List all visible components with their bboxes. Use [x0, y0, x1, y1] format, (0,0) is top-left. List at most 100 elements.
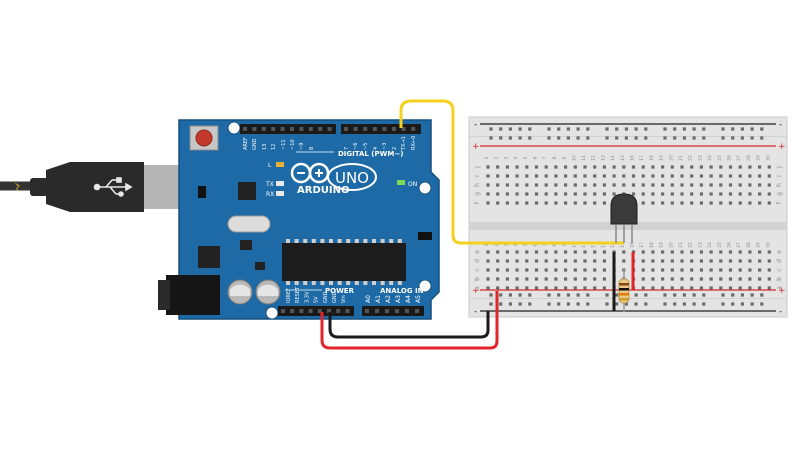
breadboard-hole[interactable] — [748, 268, 752, 272]
rail-hole[interactable] — [547, 127, 551, 131]
breadboard-hole[interactable] — [602, 174, 606, 178]
header-pin[interactable] — [395, 309, 399, 313]
breadboard-hole[interactable] — [593, 174, 597, 178]
breadboard-hole[interactable] — [593, 192, 597, 196]
breadboard-hole[interactable] — [544, 183, 548, 187]
rail-hole[interactable] — [499, 127, 503, 131]
breadboard-hole[interactable] — [758, 250, 762, 254]
breadboard-hole[interactable] — [719, 259, 723, 263]
breadboard-hole[interactable] — [661, 174, 665, 178]
breadboard-hole[interactable] — [573, 192, 577, 196]
breadboard-hole[interactable] — [583, 268, 587, 272]
breadboard-hole[interactable] — [602, 192, 606, 196]
breadboard-hole[interactable] — [602, 183, 606, 187]
rail-hole[interactable] — [605, 136, 609, 140]
breadboard-hole[interactable] — [690, 250, 694, 254]
breadboard-hole[interactable] — [748, 201, 752, 205]
rail-hole[interactable] — [586, 127, 590, 131]
breadboard-hole[interactable] — [505, 192, 509, 196]
breadboard-hole[interactable] — [525, 286, 529, 290]
rail-hole[interactable] — [624, 302, 628, 306]
rail-hole[interactable] — [576, 302, 580, 306]
reset-button[interactable] — [195, 129, 213, 147]
breadboard-hole[interactable] — [767, 201, 771, 205]
rail-hole[interactable] — [740, 136, 744, 140]
header-pin[interactable] — [385, 309, 389, 313]
breadboard-hole[interactable] — [583, 277, 587, 281]
breadboard-hole[interactable] — [690, 192, 694, 196]
breadboard-hole[interactable] — [699, 268, 703, 272]
breadboard-hole[interactable] — [486, 286, 490, 290]
breadboard-hole[interactable] — [602, 268, 606, 272]
breadboard-hole[interactable] — [544, 277, 548, 281]
header-pin[interactable] — [308, 309, 313, 313]
breadboard-hole[interactable] — [651, 165, 655, 169]
breadboard-hole[interactable] — [670, 192, 674, 196]
header-pin[interactable] — [345, 309, 350, 313]
breadboard-hole[interactable] — [661, 259, 665, 263]
breadboard-hole[interactable] — [651, 259, 655, 263]
rail-hole[interactable] — [528, 302, 532, 306]
breadboard-hole[interactable] — [651, 250, 655, 254]
breadboard-hole[interactable] — [719, 201, 723, 205]
header-pin[interactable] — [382, 127, 387, 131]
breadboard-hole[interactable] — [728, 174, 733, 178]
breadboard-hole[interactable] — [641, 165, 645, 169]
rail-hole[interactable] — [702, 302, 706, 306]
breadboard-hole[interactable] — [728, 183, 733, 187]
breadboard-hole[interactable] — [719, 250, 723, 254]
breadboard-hole[interactable] — [515, 192, 519, 196]
breadboard-hole[interactable] — [622, 183, 626, 187]
breadboard-hole[interactable] — [593, 268, 597, 272]
breadboard-hole[interactable] — [631, 174, 636, 178]
header-pin[interactable] — [318, 127, 323, 131]
rail-hole[interactable] — [692, 127, 696, 131]
breadboard-hole[interactable] — [612, 192, 616, 196]
breadboard-hole[interactable] — [554, 268, 558, 272]
breadboard-hole[interactable] — [573, 268, 577, 272]
rail-hole[interactable] — [750, 302, 754, 306]
breadboard-hole[interactable] — [680, 277, 684, 281]
rail-hole[interactable] — [499, 136, 503, 140]
breadboard-hole[interactable] — [505, 183, 509, 187]
breadboard-hole[interactable] — [670, 250, 674, 254]
breadboard-hole[interactable] — [593, 286, 597, 290]
breadboard-hole[interactable] — [748, 286, 752, 290]
breadboard-hole[interactable] — [651, 277, 655, 281]
breadboard-hole[interactable] — [496, 277, 500, 281]
breadboard-hole[interactable] — [758, 201, 762, 205]
breadboard-hole[interactable] — [651, 183, 655, 187]
breadboard-hole[interactable] — [515, 277, 519, 281]
breadboard-hole[interactable] — [496, 174, 500, 178]
rail-hole[interactable] — [673, 136, 677, 140]
breadboard-hole[interactable] — [564, 286, 568, 290]
rail-hole[interactable] — [663, 293, 667, 297]
rail-hole[interactable] — [508, 302, 512, 306]
breadboard-hole[interactable] — [573, 277, 577, 281]
breadboard-hole[interactable] — [554, 183, 558, 187]
rail-hole[interactable] — [663, 302, 667, 306]
breadboard-hole[interactable] — [709, 174, 713, 178]
breadboard-hole[interactable] — [719, 192, 723, 196]
rail-hole[interactable] — [692, 293, 696, 297]
breadboard-hole[interactable] — [573, 201, 577, 205]
breadboard-hole[interactable] — [534, 268, 539, 272]
breadboard-hole[interactable] — [661, 183, 665, 187]
breadboard-hole[interactable] — [544, 165, 548, 169]
header-pin[interactable] — [308, 127, 313, 131]
breadboard-hole[interactable] — [554, 250, 558, 254]
breadboard-hole[interactable] — [496, 286, 500, 290]
breadboard-hole[interactable] — [505, 268, 509, 272]
rail-hole[interactable] — [518, 293, 522, 297]
breadboard-hole[interactable] — [709, 259, 713, 263]
rail-hole[interactable] — [702, 293, 706, 297]
header-pin[interactable] — [365, 309, 369, 313]
breadboard-hole[interactable] — [641, 192, 645, 196]
rail-hole[interactable] — [644, 136, 648, 140]
breadboard-hole[interactable] — [544, 259, 548, 263]
breadboard-hole[interactable] — [631, 165, 636, 169]
breadboard-hole[interactable] — [564, 250, 568, 254]
breadboard-hole[interactable] — [680, 192, 684, 196]
breadboard-hole[interactable] — [758, 286, 762, 290]
